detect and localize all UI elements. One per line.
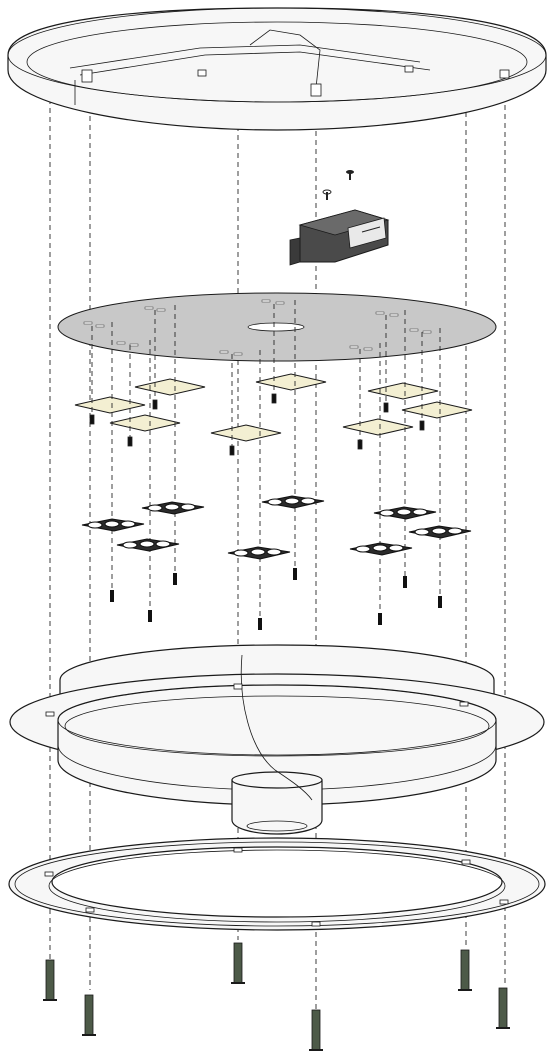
main-housing	[9, 644, 545, 835]
led-module	[255, 373, 327, 391]
lens-holder-guides	[111, 300, 441, 620]
mounting-pin	[82, 994, 96, 1036]
mounting-pin	[496, 987, 510, 1029]
led-module	[74, 396, 146, 414]
mounting-pin	[458, 949, 472, 991]
mounting-pin	[309, 1009, 323, 1051]
lens-holder	[81, 518, 145, 532]
lens-holder	[141, 501, 205, 515]
driver-screw	[322, 189, 332, 200]
lens-holder	[227, 546, 291, 560]
lens-holder	[261, 495, 325, 509]
led-module	[210, 424, 282, 442]
mounting-pin	[231, 942, 245, 984]
lens-holder	[349, 542, 413, 556]
led-module	[342, 418, 414, 436]
led-module	[109, 414, 181, 432]
lens-holder	[408, 525, 472, 539]
led-module	[134, 378, 206, 396]
module-screws	[89, 304, 425, 456]
top-ring	[7, 7, 547, 131]
driver-screw	[346, 170, 354, 180]
lens-holder	[116, 538, 180, 552]
mounting-pins	[43, 942, 510, 1051]
mounting-pin	[43, 959, 57, 1001]
led-driver-box	[289, 209, 390, 266]
led-modules	[74, 373, 473, 442]
led-module	[401, 401, 473, 419]
bottom-ring	[8, 837, 546, 931]
holder-screws	[110, 568, 442, 630]
driver-screws	[322, 170, 354, 200]
lens-holder	[373, 506, 437, 520]
led-module	[367, 382, 439, 400]
lens-holders	[81, 495, 472, 560]
mounting-plate	[57, 292, 497, 362]
